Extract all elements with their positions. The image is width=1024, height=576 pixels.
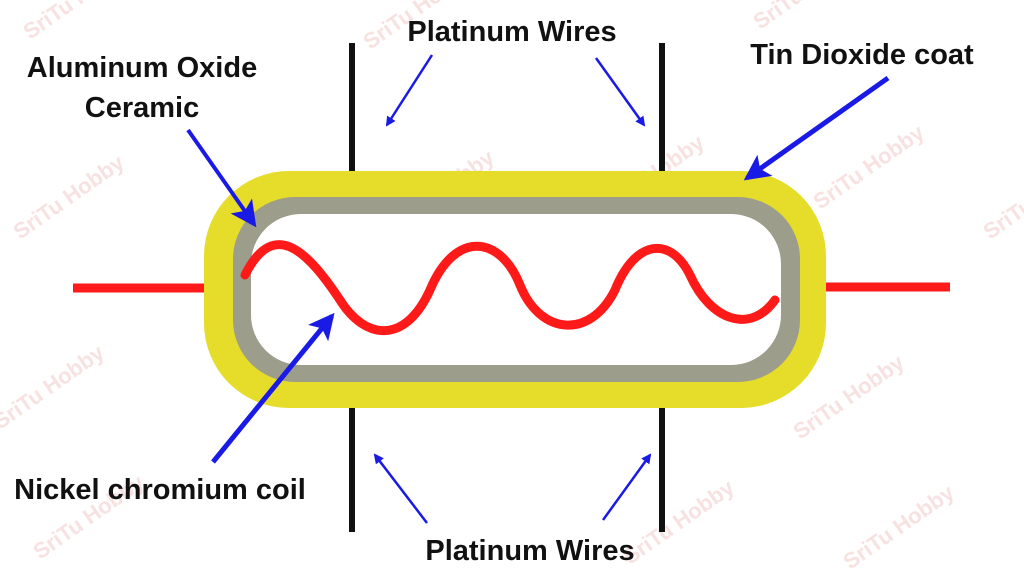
watermark: SriTu Hobby [979,149,1024,244]
watermark: SriTu Hobby [19,0,140,44]
watermark: SriTu Hobby [839,479,960,574]
arrow-nickel-coil [211,312,335,464]
arrow-platinum-top-right [594,57,646,127]
watermark: SriTu Hobby [809,119,930,214]
label-platinum-wires-top: Platinum Wires [407,16,616,48]
arrow-platinum-bottom-left [373,453,428,524]
nickel-chromium-coil [240,240,780,336]
watermark: SriTu Hobby [619,474,740,569]
arrow-tin-dioxide [743,75,890,181]
arrow-platinum-top-left [385,54,434,127]
arrow-aluminum-oxide [186,128,257,228]
watermark: SriTu Hobby [0,339,109,434]
label-tin-dioxide-coat: Tin Dioxide coat [750,39,974,71]
label-nickel-chromium-coil: Nickel chromium coil [14,474,306,506]
label-platinum-wires-bottom: Platinum Wires [425,535,634,567]
watermark: SriTu Hobby [749,0,870,34]
watermark: SriTu Hobby [9,149,130,244]
arrow-platinum-bottom-right [601,453,652,521]
label-aluminum-oxide-line2: Ceramic [85,92,199,124]
label-aluminum-oxide-line1: Aluminum Oxide [27,52,257,84]
